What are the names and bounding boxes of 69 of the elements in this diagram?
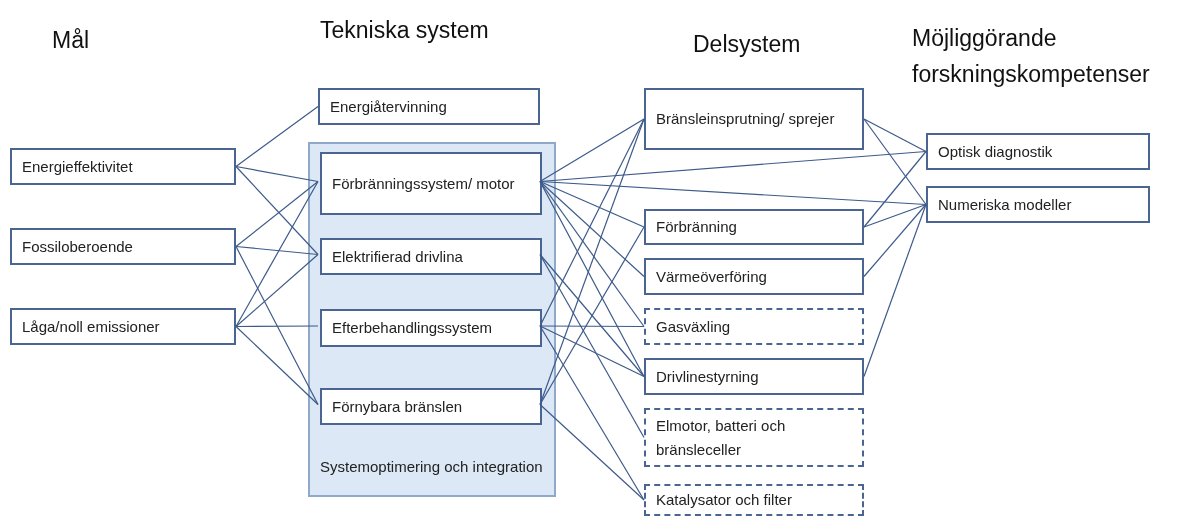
connector-line xyxy=(539,180,645,228)
node-label: Energieffektivitet xyxy=(22,156,134,177)
connector-line xyxy=(539,325,645,378)
dashed-box xyxy=(644,484,864,516)
connector-line xyxy=(235,245,319,406)
connector-line xyxy=(235,325,319,328)
connector-line xyxy=(863,203,927,378)
process-box xyxy=(926,133,1150,170)
column-heading: Tekniska system xyxy=(320,16,490,45)
dashed-box xyxy=(644,308,864,345)
process-box xyxy=(318,88,540,125)
connector-line xyxy=(863,203,927,278)
connector-line xyxy=(539,118,645,183)
connector-line xyxy=(539,403,645,501)
connector-line xyxy=(235,165,319,256)
process-box xyxy=(644,258,864,295)
node-label: Energiåtervinning xyxy=(330,96,448,117)
connector-line xyxy=(863,203,927,228)
process-box xyxy=(644,209,864,245)
connector-line xyxy=(539,226,645,406)
column-heading: Delsystem xyxy=(693,30,802,59)
connector-line xyxy=(863,150,927,228)
connector-line xyxy=(539,118,645,327)
connector-line xyxy=(235,180,319,248)
connector-line xyxy=(539,253,645,378)
node-label: Förbränningssystem/ motor xyxy=(332,173,516,194)
process-box xyxy=(320,238,542,275)
node-label: Låga/noll emissioner xyxy=(22,316,161,337)
connector-line xyxy=(539,180,645,278)
node-label: Numeriska modeller xyxy=(938,194,1073,215)
dashed-box xyxy=(644,408,864,467)
node-label: Efterbehandlingssystem xyxy=(332,318,494,338)
connector-line xyxy=(235,325,319,406)
connector-line xyxy=(235,253,319,328)
node-label: Katalysator och filter xyxy=(656,490,793,510)
node-label: Optisk diagnostik xyxy=(938,141,1054,162)
node-label: Elmotor, batteri och bränsleceller xyxy=(656,415,787,460)
group-panel xyxy=(308,142,556,497)
connector-line xyxy=(863,118,927,153)
connector-line xyxy=(235,245,319,256)
group-label: Systemoptimering och integration xyxy=(320,457,544,477)
connector-line xyxy=(539,325,645,501)
node-label: Förbränning xyxy=(656,217,738,237)
column-heading: Mål xyxy=(52,26,91,55)
connector-line xyxy=(539,325,645,328)
node-label: Gasväxling xyxy=(656,316,732,337)
node-label: Förnybara bränslen xyxy=(332,396,464,417)
connector-line xyxy=(539,180,927,206)
process-box xyxy=(320,309,542,347)
process-box xyxy=(926,186,1150,223)
connector-line xyxy=(235,105,319,168)
connector-line xyxy=(235,180,319,328)
node-label: Bränsleinsprutning/ sprejer xyxy=(656,109,836,129)
node-label: Drivlinestyrning xyxy=(656,366,760,387)
connector-line xyxy=(863,118,927,206)
node-label: Värmeöverföring xyxy=(656,266,768,287)
process-box xyxy=(10,228,236,265)
process-box xyxy=(10,148,236,185)
connector-line xyxy=(539,180,645,378)
node-label: Fossiloberoende xyxy=(22,236,134,257)
process-box xyxy=(320,388,542,425)
process-box xyxy=(644,88,864,150)
process-box xyxy=(644,358,864,395)
process-box xyxy=(10,308,236,345)
column-heading: Möjliggörande forskningskompetenser xyxy=(912,24,1151,89)
connector-line xyxy=(235,165,319,183)
process-box xyxy=(320,152,542,215)
connector-line xyxy=(539,253,645,439)
node-label: Elektrifierad drivlina xyxy=(332,246,464,267)
